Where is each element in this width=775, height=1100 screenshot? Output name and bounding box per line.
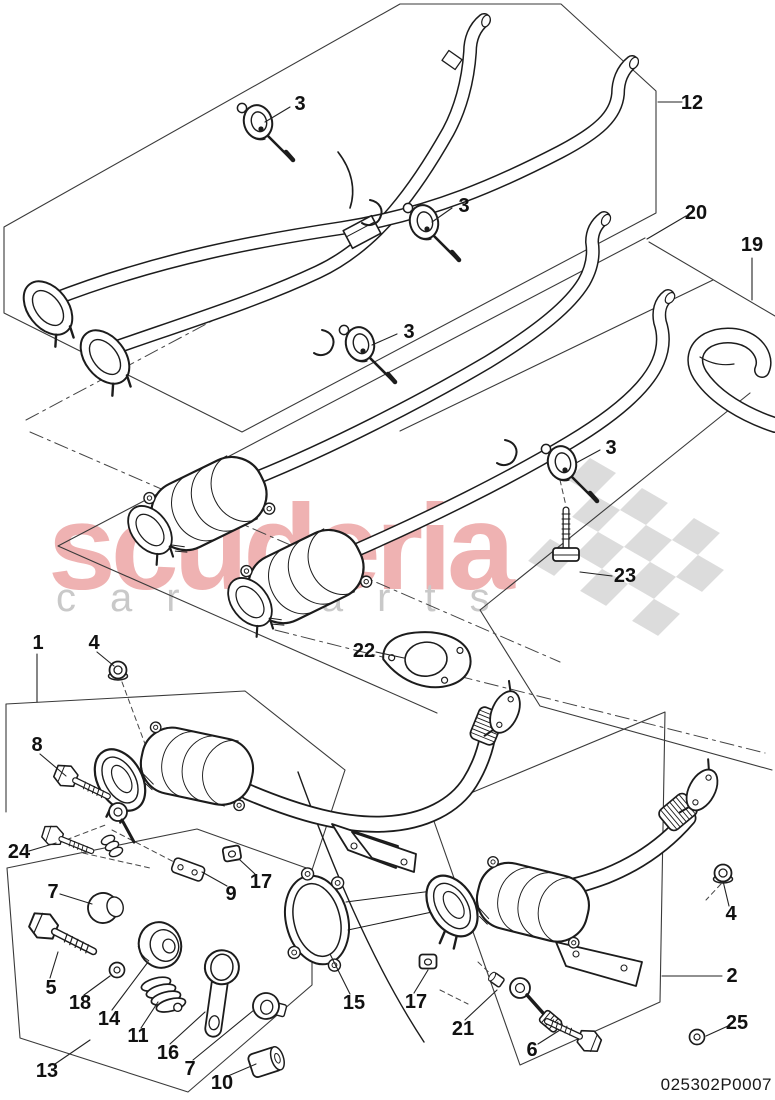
catalytic-converter xyxy=(469,853,597,951)
callout-19: 19 xyxy=(740,234,764,256)
bolt-23 xyxy=(552,506,580,562)
callout-3: 3 xyxy=(605,437,617,459)
callout-10: 10 xyxy=(210,1072,234,1094)
nut-4 xyxy=(712,863,734,884)
callout-1: 1 xyxy=(32,632,44,654)
bolt-5 xyxy=(25,908,99,963)
callout-leader-lines xyxy=(28,101,753,1077)
callout-11: 11 xyxy=(127,1025,149,1047)
callout-20: 20 xyxy=(684,202,708,224)
hanger-mount xyxy=(339,324,395,382)
callout-14: 14 xyxy=(97,1008,121,1030)
callout-21: 21 xyxy=(451,1018,475,1040)
callout-3: 3 xyxy=(294,93,306,115)
link-16 xyxy=(203,949,240,1038)
exhaust-hangers xyxy=(237,102,597,501)
callout-4: 4 xyxy=(725,903,737,925)
callout-16: 16 xyxy=(156,1042,180,1064)
callout-6: 6 xyxy=(526,1039,538,1061)
spring-11 xyxy=(140,976,187,1013)
washer-18 xyxy=(108,961,126,979)
assembly-downpipe-1 xyxy=(51,660,531,1043)
assembly-crossover-pipes-12 xyxy=(12,14,640,402)
callout-7: 7 xyxy=(184,1058,196,1080)
callout-13: 13 xyxy=(35,1060,59,1082)
callout-17: 17 xyxy=(249,871,273,893)
gasket-22 xyxy=(382,631,472,689)
nut-17 xyxy=(418,953,438,970)
bolt-24 xyxy=(39,822,95,860)
small-parts-box-13 xyxy=(25,822,288,1078)
assembly-pipe-19 xyxy=(695,335,775,425)
callout-23: 23 xyxy=(613,565,637,587)
callout-4: 4 xyxy=(88,632,100,654)
callout-12: 12 xyxy=(680,92,704,114)
callout-18: 18 xyxy=(68,992,92,1014)
callout-7: 7 xyxy=(47,881,59,903)
callout-24: 24 xyxy=(7,841,31,863)
callout-2: 2 xyxy=(726,965,738,987)
callout-22: 22 xyxy=(352,640,376,662)
bushing-7 xyxy=(87,892,124,924)
plug-7 xyxy=(252,992,288,1020)
bracket-9 xyxy=(170,857,206,882)
callout-3: 3 xyxy=(403,321,415,343)
callout-15: 15 xyxy=(342,992,366,1014)
drawing-number: 025302P0007 xyxy=(660,1075,772,1094)
plug-10 xyxy=(247,1045,285,1078)
callout-9: 9 xyxy=(225,883,237,905)
callout-25: 25 xyxy=(725,1012,749,1034)
washer-25 xyxy=(688,1028,706,1046)
assembly-downpipe-2 xyxy=(407,756,734,1055)
nut-17 xyxy=(221,844,243,863)
pipe-flange xyxy=(69,319,146,402)
checkered-flag-watermark xyxy=(528,458,724,636)
gasket-15 xyxy=(284,867,350,972)
callout-17: 17 xyxy=(404,991,428,1013)
callout-3: 3 xyxy=(458,195,470,217)
panel-outlines xyxy=(3,3,775,1093)
assembly-cat-pipes-20 xyxy=(118,213,676,642)
callout-8: 8 xyxy=(31,734,43,756)
catalytic-converter xyxy=(133,719,261,813)
hanger-mount xyxy=(403,202,459,260)
callout-5: 5 xyxy=(45,977,57,999)
bushing-14 xyxy=(137,921,183,969)
